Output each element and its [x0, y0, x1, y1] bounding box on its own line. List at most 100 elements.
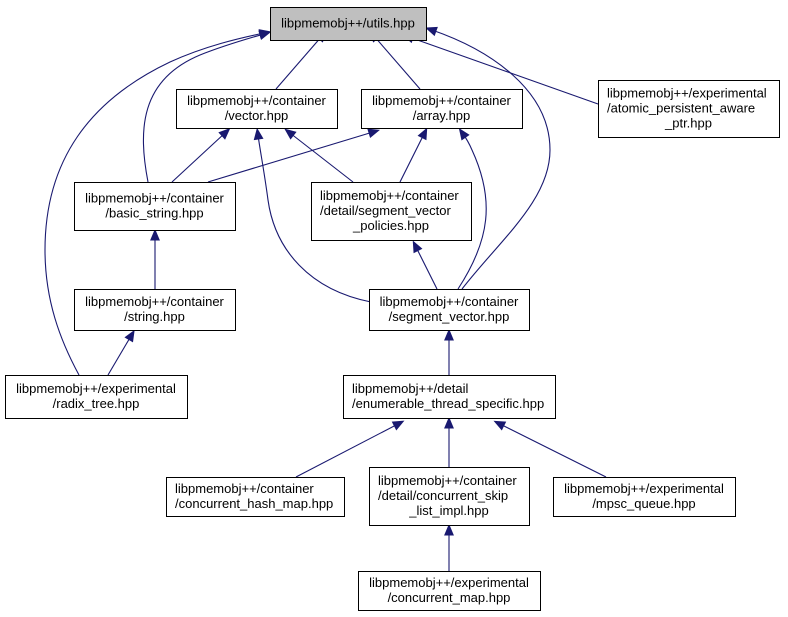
node-mpsc-queue[interactable]: libpmemobj++/experimental/mpsc_queue.hpp: [553, 477, 736, 517]
node-box: [369, 467, 530, 526]
node-label-line: libpmemobj++/container: [320, 188, 459, 203]
node-vector[interactable]: libpmemobj++/container/vector.hpp: [176, 89, 338, 129]
edge-line: [107, 335, 132, 376]
node-label-line: /radix_tree.hpp: [53, 396, 140, 411]
node-label-line: /concurrent_hash_map.hpp: [175, 496, 333, 511]
edge-hash_map-includes-enumerable: [295, 420, 405, 478]
node-box: [176, 89, 338, 129]
node-label-line: libpmemobj++/experimental: [607, 86, 767, 101]
edge-arrowhead-hash_map-to-enumerable: [391, 420, 405, 431]
edge-segment_vector-includes-vector: [253, 127, 372, 303]
edge-radix_tree-includes-string: [107, 329, 135, 376]
node-label-line: /concurrent_map.hpp: [388, 590, 511, 605]
node-string[interactable]: libpmemobj++/container/string.hpp: [74, 289, 236, 331]
node-label-line: _list_impl.hpp: [408, 503, 489, 518]
node-label-line: libpmemobj++/container: [85, 294, 224, 309]
edge-line: [373, 35, 421, 90]
edge-line: [207, 131, 374, 183]
node-concurrent-map[interactable]: libpmemobj++/experimental/concurrent_map…: [358, 571, 541, 611]
edge-line: [457, 133, 487, 290]
node-label-line: /vector.hpp: [225, 108, 289, 123]
node-label-line: /atomic_persistent_aware: [607, 101, 755, 116]
node-label-line: /detail/segment_vector: [320, 203, 451, 218]
node-label-line: libpmemobj++/container: [378, 473, 517, 488]
node-atomic-ptr[interactable]: libpmemobj++/experimental/atomic_persist…: [598, 80, 780, 138]
node-label-line: libpmemobj++/experimental: [16, 381, 176, 396]
edge-radix_tree-includes-utils: [44, 29, 272, 376]
node-label-line: /mpsc_queue.hpp: [592, 496, 695, 511]
node-label-line: libpmemobj++/detail: [352, 381, 468, 396]
edge-line: [408, 36, 599, 105]
node-label-line: /basic_string.hpp: [105, 206, 203, 221]
node-label-line: /segment_vector.hpp: [389, 309, 510, 324]
node-box: [358, 571, 541, 611]
edge-arrowhead-segment_vector-to-vector: [253, 127, 264, 141]
edge-basic_string-includes-vector: [171, 128, 231, 183]
edge-arrowhead-segment_vector-to-utils: [425, 26, 438, 37]
edge-arrowhead-mpsc_queue-to-enumerable: [493, 420, 507, 431]
edge-segment_vector-includes-utils: [425, 26, 551, 290]
node-box: [5, 375, 188, 419]
edge-basic_string-includes-array: [207, 128, 380, 183]
edge-arrowhead-string-to-basic_string: [150, 228, 160, 241]
node-hash-map[interactable]: libpmemobj++/container/concurrent_hash_m…: [166, 477, 345, 517]
edge-line: [275, 35, 323, 90]
node-box: [166, 477, 345, 517]
edge-line: [431, 29, 551, 290]
node-basic-string[interactable]: libpmemobj++/container/basic_string.hpp: [74, 182, 236, 231]
edge-arrowhead-segment_vector-to-seg_policies: [412, 240, 423, 254]
nodes-layer: libpmemobj++/utils.hpp libpmemobj++/conta…: [5, 7, 780, 611]
edge-skip_list-includes-enumerable: [444, 416, 454, 467]
node-label-line: /array.hpp: [413, 108, 471, 123]
edge-line: [499, 423, 607, 478]
edge-line: [44, 32, 265, 376]
edge-line: [289, 132, 354, 183]
edges-layer: [44, 26, 607, 571]
node-box: [553, 477, 736, 517]
edge-line: [171, 132, 226, 183]
node-box: [343, 375, 556, 419]
edge-seg_policies-includes-array: [399, 127, 428, 183]
edge-arrowhead-skip_list-to-enumerable: [444, 416, 454, 429]
node-label-line: libpmemobj++/experimental: [369, 575, 529, 590]
edge-line: [399, 133, 425, 183]
edge-enumerable-includes-segment_vector: [444, 328, 454, 375]
edge-line: [142, 33, 265, 183]
edge-line: [415, 246, 438, 290]
node-array[interactable]: libpmemobj++/container/array.hpp: [361, 89, 523, 129]
node-box: [270, 7, 427, 41]
edge-segment_vector-includes-seg_policies: [412, 240, 438, 290]
node-enumerable[interactable]: libpmemobj++/detail/enumerable_thread_sp…: [343, 375, 556, 419]
node-utils[interactable]: libpmemobj++/utils.hpp: [270, 7, 427, 41]
node-box: [598, 80, 780, 138]
edge-string-includes-basic_string: [150, 228, 160, 289]
node-seg-policies[interactable]: libpmemobj++/container/detail/segment_ve…: [311, 182, 472, 241]
node-box: [74, 289, 236, 331]
node-skip-list[interactable]: libpmemobj++/container/detail/concurrent…: [369, 467, 530, 526]
node-label-line: libpmemobj++/utils.hpp: [281, 16, 415, 31]
edge-segment_vector-includes-array: [457, 128, 487, 290]
node-label-line: /string.hpp: [124, 309, 185, 324]
edge-arrowhead-concurrent_map-to-skip_list: [444, 523, 454, 536]
node-label-line: libpmemobj++/container: [372, 93, 511, 108]
node-label-line: _ptr.hpp: [664, 116, 712, 131]
edge-arrowhead-segment_vector-to-array: [458, 128, 470, 141]
edge-arrowhead-enumerable-to-segment_vector: [444, 328, 454, 341]
edge-arrowhead-seg_policies-to-array: [417, 127, 428, 141]
node-label-line: libpmemobj++/container: [85, 191, 224, 206]
node-radix-tree[interactable]: libpmemobj++/experimental/radix_tree.hpp: [5, 375, 188, 419]
edge-concurrent_map-includes-skip_list: [444, 523, 454, 571]
node-label-line: libpmemobj++/container: [380, 294, 519, 309]
node-segment-vector[interactable]: libpmemobj++/container/segment_vector.hp…: [369, 289, 530, 331]
edge-seg_policies-includes-vector: [284, 128, 354, 183]
node-label-line: libpmemobj++/container: [187, 93, 326, 108]
edge-arrowhead-radix_tree-to-string: [124, 329, 135, 343]
edge-line: [257, 134, 372, 303]
node-label-line: libpmemobj++/experimental: [564, 481, 724, 496]
edge-line: [295, 423, 399, 478]
edge-arrowhead-seg_policies-to-vector: [284, 128, 297, 140]
node-box: [361, 89, 523, 129]
node-label-line: /enumerable_thread_specific.hpp: [352, 396, 544, 411]
node-label-line: _policies.hpp: [352, 218, 429, 233]
